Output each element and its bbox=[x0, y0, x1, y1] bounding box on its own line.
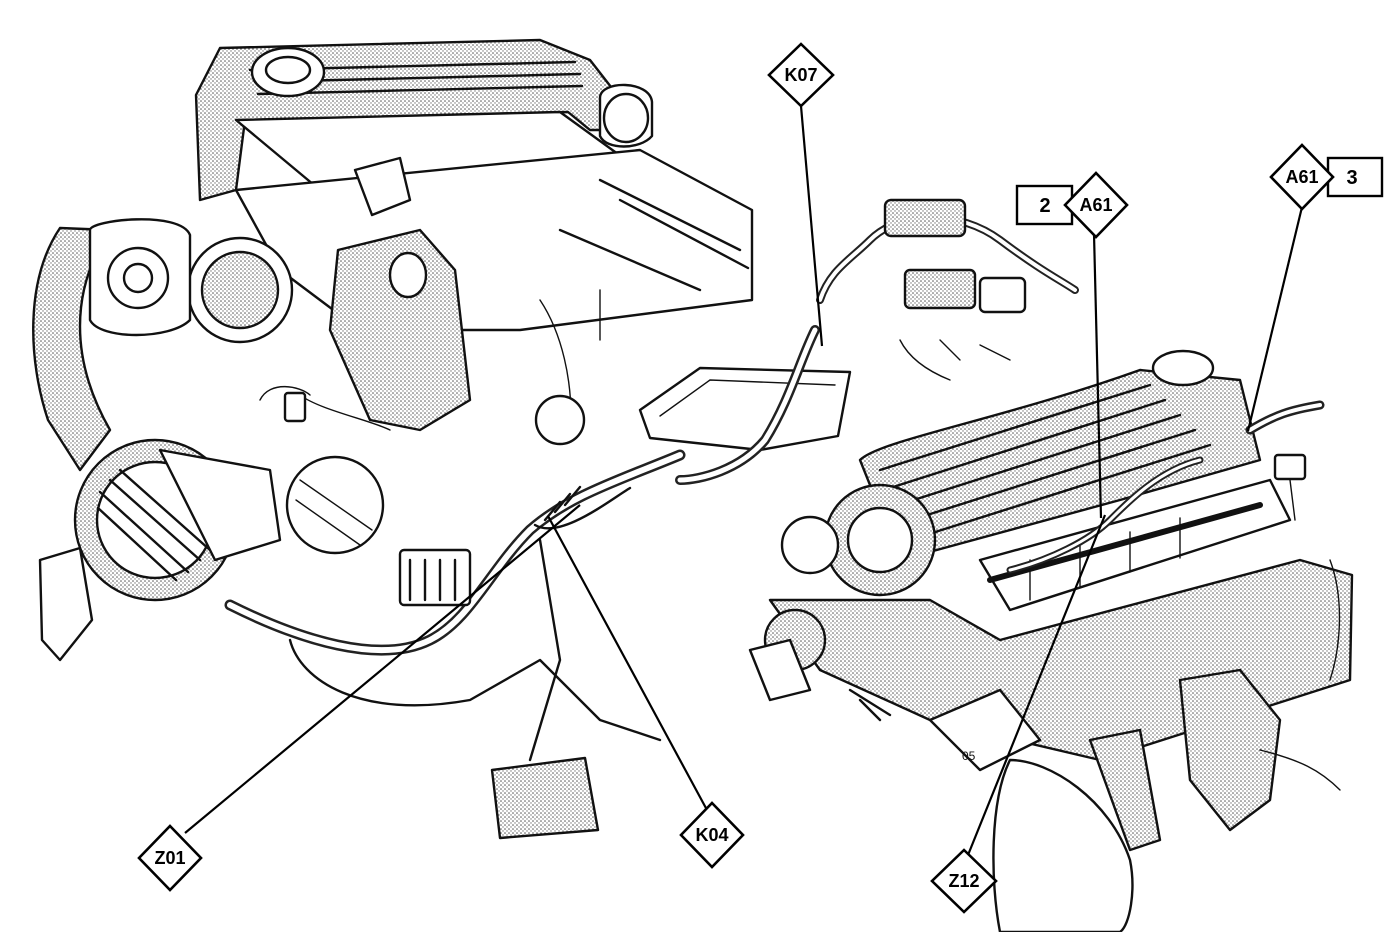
callout-k07-label: K07 bbox=[784, 65, 817, 85]
callout-a61-left: A61 bbox=[1063, 171, 1129, 239]
oil-filler-cap bbox=[250, 46, 326, 98]
callout-k04: K04 bbox=[679, 801, 745, 869]
connector-plug-middle bbox=[903, 268, 977, 310]
relay-box bbox=[490, 756, 600, 840]
callout-a61-left-label: A61 bbox=[1079, 195, 1112, 215]
harness-connector-bank bbox=[398, 548, 472, 607]
callout-z01-label: Z01 bbox=[154, 848, 185, 868]
right-engine-illustration: 05 bbox=[748, 349, 1354, 932]
flywheel bbox=[992, 758, 1134, 932]
filler-cap-right bbox=[1151, 349, 1215, 387]
leader-lines bbox=[184, 105, 1304, 861]
left-engine-illustration bbox=[32, 38, 852, 840]
callout-a61-right: A61 bbox=[1269, 143, 1335, 211]
part-stamp: 05 bbox=[962, 749, 976, 763]
callout-z12: Z12 bbox=[930, 848, 998, 914]
box-right-number: 3 bbox=[1326, 156, 1384, 198]
exhaust-manifold bbox=[1178, 668, 1282, 832]
ignition-module bbox=[328, 228, 472, 432]
callout-k07: K07 bbox=[767, 42, 835, 108]
callout-z12-label: Z12 bbox=[948, 871, 979, 891]
callout-a61-right-label: A61 bbox=[1285, 167, 1318, 187]
connector-plug-upper bbox=[883, 198, 967, 238]
callout-k04-label: K04 bbox=[695, 825, 728, 845]
box-left-label: 2 bbox=[1039, 195, 1050, 217]
connector-harness-illustration bbox=[675, 198, 1079, 485]
ecu-tray bbox=[638, 366, 852, 452]
callout-z01: Z01 bbox=[137, 824, 203, 892]
box-right-label: 3 bbox=[1346, 167, 1357, 189]
